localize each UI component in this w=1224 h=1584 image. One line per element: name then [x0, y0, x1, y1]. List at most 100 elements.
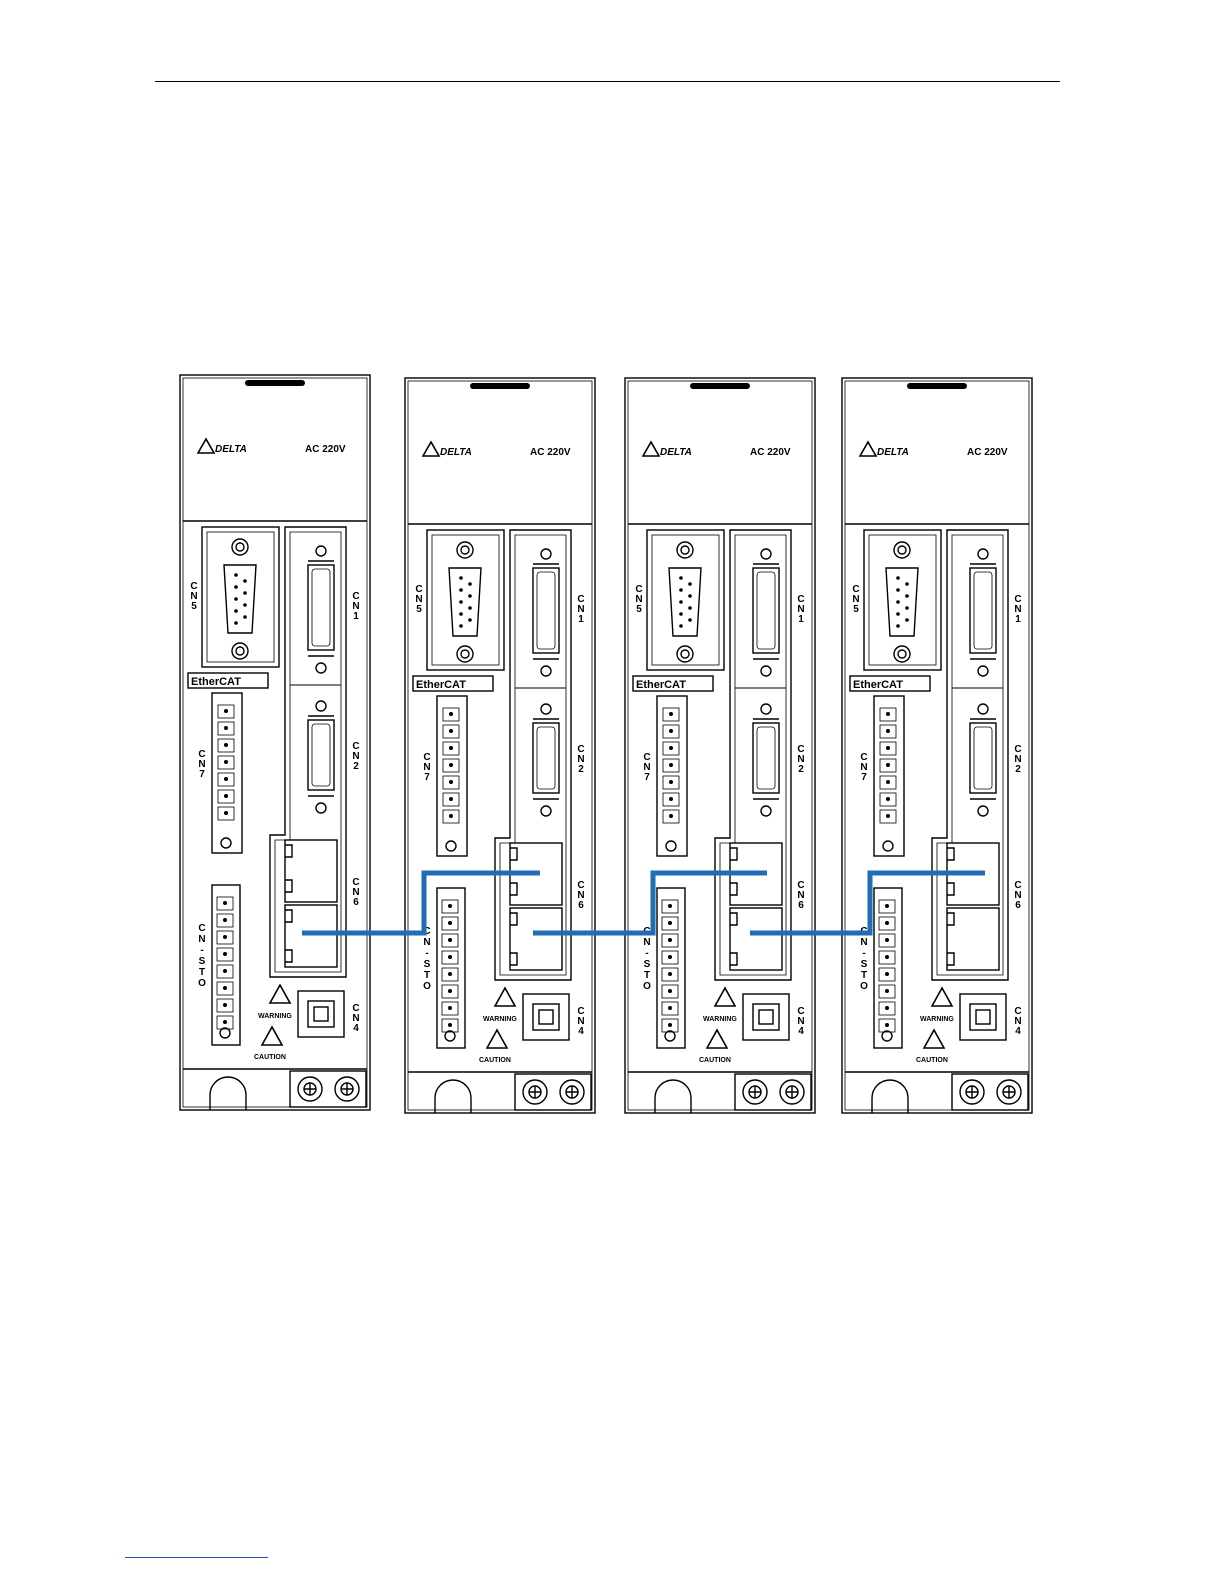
- svg-text:C: C: [1014, 744, 1021, 755]
- svg-text:2: 2: [353, 761, 359, 772]
- delta-logo-icon: [858, 440, 878, 457]
- cn2-connector: [532, 722, 560, 794]
- svg-text:4: 4: [798, 1026, 804, 1037]
- svg-text:-: -: [862, 948, 865, 959]
- svg-text:O: O: [198, 978, 206, 989]
- svg-text:T: T: [644, 970, 650, 981]
- ground-terminal-block: [951, 1073, 1029, 1111]
- svg-text:C: C: [415, 584, 422, 595]
- svg-text:N: N: [198, 759, 205, 770]
- cn1-label: CN1: [352, 591, 359, 622]
- delta-logo-icon: [196, 437, 216, 454]
- svg-text:C: C: [797, 1006, 804, 1017]
- cn5-screw-top: [456, 541, 474, 559]
- svg-text:S: S: [199, 956, 206, 967]
- svg-text:6: 6: [1015, 900, 1021, 911]
- cn2-label: CN2: [797, 744, 804, 775]
- svg-text:7: 7: [861, 772, 867, 783]
- svg-text:N: N: [415, 594, 422, 605]
- caution-label: CAUTION: [699, 1057, 731, 1064]
- svg-text:1: 1: [578, 614, 584, 625]
- top-vent-slot: [470, 383, 530, 389]
- voltage-label: AC 220V: [305, 444, 346, 455]
- svg-text:C: C: [1014, 880, 1021, 891]
- cnsto-label: CN-STO: [860, 926, 868, 992]
- cn6-label: CN6: [577, 880, 584, 911]
- svg-text:C: C: [423, 752, 430, 763]
- cn1-label: CN1: [1014, 594, 1021, 625]
- svg-text:6: 6: [578, 900, 584, 911]
- cn5-dsub-connector: [448, 567, 482, 637]
- svg-text:S: S: [861, 959, 868, 970]
- svg-text:N: N: [577, 604, 584, 615]
- ground-terminal-block: [514, 1073, 592, 1111]
- caution-label: CAUTION: [479, 1057, 511, 1064]
- svg-text:N: N: [352, 1013, 359, 1024]
- cn5-screw-bottom: [231, 642, 249, 660]
- svg-text:C: C: [635, 584, 642, 595]
- cn1-connector: [532, 567, 560, 654]
- svg-text:N: N: [1014, 754, 1021, 765]
- cn5-screw-bottom: [456, 645, 474, 663]
- cn6-label: CN6: [1014, 880, 1021, 911]
- svg-text:-: -: [645, 948, 648, 959]
- ground-screw-icon: [559, 1079, 585, 1105]
- svg-text:N: N: [797, 754, 804, 765]
- cnsto-terminal-block: [873, 887, 903, 1049]
- delta-logo-icon: [421, 440, 441, 457]
- svg-text:N: N: [643, 937, 650, 948]
- voltage-label: AC 220V: [530, 447, 571, 458]
- svg-text:1: 1: [353, 611, 359, 622]
- ethercat-label: EtherCAT: [853, 679, 903, 691]
- svg-text:6: 6: [353, 897, 359, 908]
- warning-label: WARNING: [258, 1013, 292, 1020]
- cn4-label: CN4: [1014, 1006, 1021, 1037]
- cn5-label: CN5: [190, 581, 197, 612]
- cn4-label: CN4: [797, 1006, 804, 1037]
- cn2-connector: [752, 722, 780, 794]
- svg-text:6: 6: [798, 900, 804, 911]
- svg-text:C: C: [643, 752, 650, 763]
- svg-text:7: 7: [644, 772, 650, 783]
- cn7-terminal-block: [211, 692, 243, 854]
- right-connector-frame: [931, 529, 1009, 981]
- svg-text:N: N: [1014, 890, 1021, 901]
- svg-text:C: C: [352, 741, 359, 752]
- svg-text:S: S: [644, 959, 651, 970]
- svg-text:N: N: [577, 890, 584, 901]
- ground-screw-icon: [334, 1076, 360, 1102]
- cnsto-terminal-block: [656, 887, 686, 1049]
- svg-text:2: 2: [798, 764, 804, 775]
- svg-text:C: C: [1014, 594, 1021, 605]
- ground-screw-icon: [742, 1079, 768, 1105]
- cn4-label: CN4: [577, 1006, 584, 1037]
- cn2-label: CN2: [1014, 744, 1021, 775]
- voltage-label: AC 220V: [967, 447, 1008, 458]
- svg-text:7: 7: [199, 769, 205, 780]
- caution-label: CAUTION: [254, 1054, 286, 1061]
- svg-text:N: N: [198, 934, 205, 945]
- svg-text:C: C: [352, 877, 359, 888]
- caution-icon: [260, 1025, 284, 1046]
- warning-icon: [493, 986, 517, 1007]
- cn5-screw-bottom: [676, 645, 694, 663]
- svg-text:C: C: [852, 584, 859, 595]
- cn5-frame: [201, 526, 280, 668]
- cnsto-terminal-block: [436, 887, 466, 1049]
- svg-text:C: C: [577, 744, 584, 755]
- mount-slot: [434, 1079, 472, 1113]
- cn4-label: CN4: [352, 1003, 359, 1034]
- svg-text:N: N: [860, 762, 867, 773]
- top-vent-slot: [245, 380, 305, 386]
- cn5-screw-top: [893, 541, 911, 559]
- cnsto-label: CN-STO: [423, 926, 431, 992]
- svg-text:N: N: [1014, 1016, 1021, 1027]
- cn5-frame: [426, 529, 505, 671]
- cn6-label: CN6: [797, 880, 804, 911]
- svg-text:4: 4: [353, 1023, 359, 1034]
- svg-text:C: C: [352, 591, 359, 602]
- svg-text:N: N: [797, 890, 804, 901]
